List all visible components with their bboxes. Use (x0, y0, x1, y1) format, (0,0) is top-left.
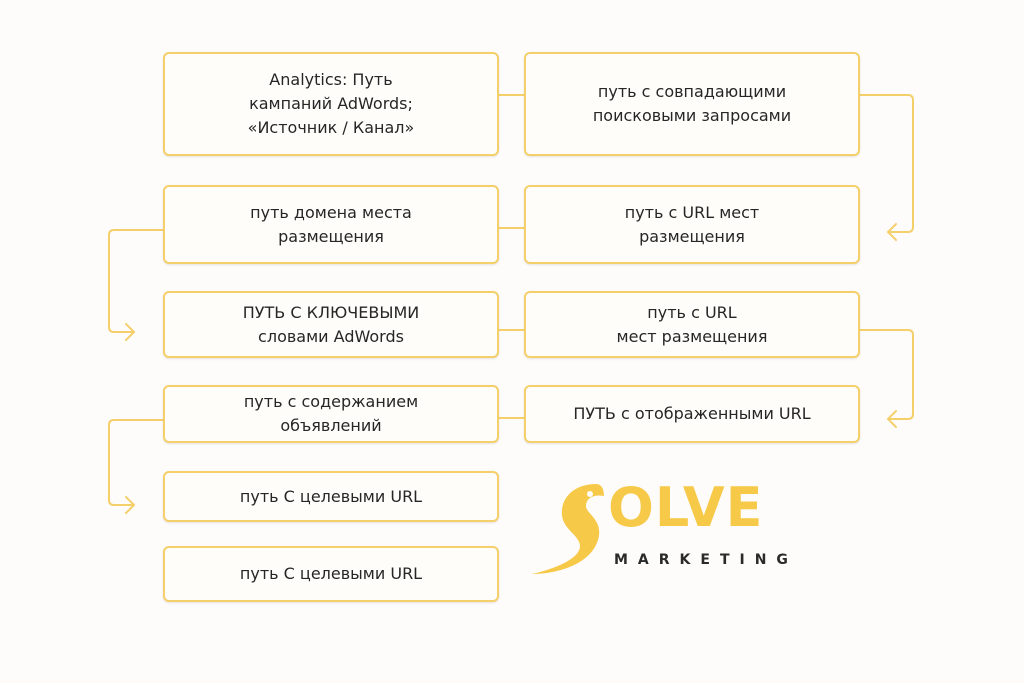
box-matching-queries: путь с совпадающими поисковыми запросами (524, 52, 860, 156)
box-label: ПУТЬ с отображенными URL (573, 404, 811, 423)
box-placement-url-1: путь с URL мест размещения (524, 185, 860, 264)
connector-right-2 (859, 329, 914, 420)
arrow-head-2 (125, 323, 135, 341)
connector-left-1 (108, 229, 164, 333)
box-placement-domain: путь домена места размещения (163, 185, 499, 264)
box-label: путь домена места размещения (250, 202, 412, 246)
box-label: путь С целевыми URL (239, 564, 423, 583)
box-label: путь с содержанием объявлений (243, 392, 419, 435)
box-label: путь с совпадающими поисковыми запросами (592, 82, 792, 125)
box-label: Analytics: Путь кампаний AdWords; «Источ… (247, 70, 415, 137)
box-analytics-campaign: Analytics: Путь кампаний AdWords; «Источ… (163, 52, 499, 156)
arrow-head-4 (125, 496, 135, 514)
box-label: путь с URL мест размещения (624, 202, 760, 246)
connector-right-1 (859, 94, 914, 233)
box-adwords-keywords: ПУТЬ С КЛЮЧЕВЫМИ словами AdWords (163, 291, 499, 358)
box-display-url: ПУТЬ с отображенными URL (524, 385, 860, 443)
box-label: путь с URL мест размещения (616, 302, 768, 346)
box-placement-url-2: путь с URL мест размещения (524, 291, 860, 358)
bird-icon (532, 484, 604, 574)
box-target-url-2: путь С целевыми URL (163, 546, 499, 602)
connector-left-2 (108, 419, 164, 506)
box-label: ПУТЬ С КЛЮЧЕВЫМИ словами AdWords (242, 302, 420, 346)
logo-word: OLVE (608, 476, 764, 539)
arrow-head-3 (887, 410, 897, 428)
box-target-url-1: путь С целевыми URL (163, 471, 499, 522)
arrow-head-1 (887, 223, 897, 241)
box-ad-content: путь с содержанием объявлений (163, 385, 499, 443)
solve-marketing-logo: OLVE MARKETING (524, 476, 844, 580)
logo-subtitle: MARKETING (614, 552, 798, 568)
box-label: путь С целевыми URL (239, 486, 423, 506)
